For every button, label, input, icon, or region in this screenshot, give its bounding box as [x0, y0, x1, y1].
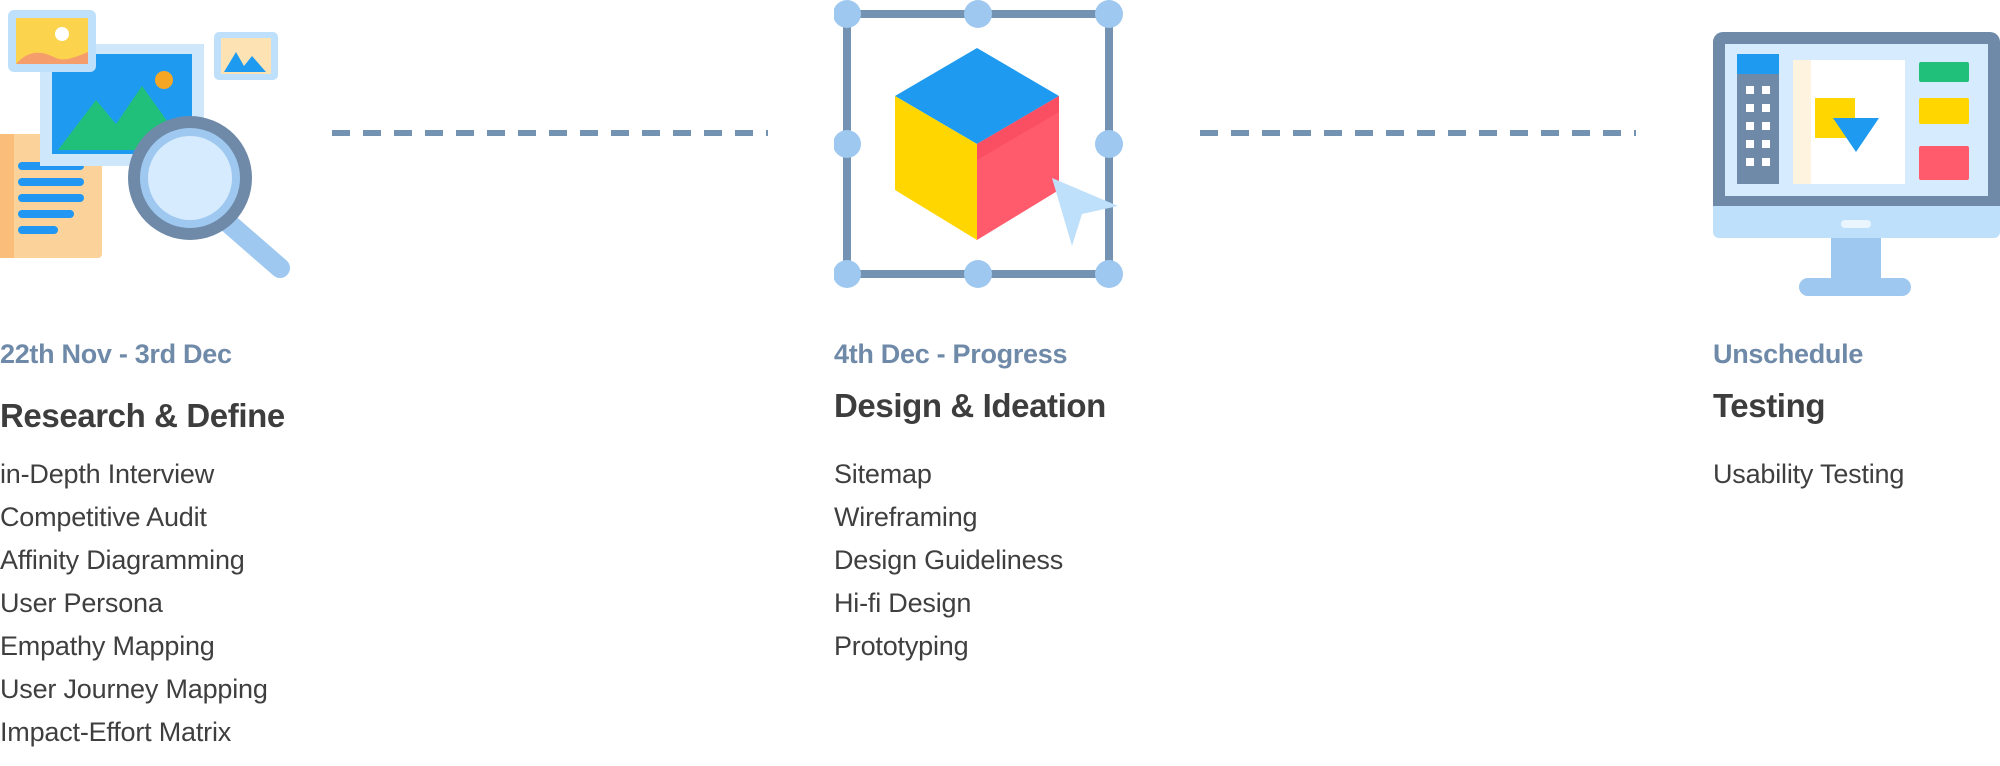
list-item: Wireframing: [834, 502, 978, 532]
timeline-connector-1: [332, 130, 768, 136]
list-item: in-Depth Interview: [0, 459, 214, 489]
phase-title: Design & Ideation: [834, 387, 1106, 424]
research-magnifier-icon: [0, 10, 290, 278]
phase-task-list: Usability Testing: [1713, 453, 1904, 496]
list-item: Sitemap: [834, 459, 932, 489]
list-item: User Journey Mapping: [0, 674, 268, 704]
list-item: Empathy Mapping: [0, 631, 215, 661]
phase-date: 22th Nov - 3rd Dec: [0, 339, 232, 369]
list-item: Affinity Diagramming: [0, 545, 245, 575]
list-item: Hi-fi Design: [834, 588, 972, 618]
phase-title: Research & Define: [0, 397, 285, 434]
design-cube-icon: [834, 0, 1123, 288]
phase-title: Testing: [1713, 387, 1826, 424]
phase-task-list: Sitemap Wireframing Design Guideliness H…: [834, 453, 1063, 668]
phase-task-list: in-Depth Interview Competitive Audit Aff…: [0, 453, 268, 754]
phase-date: 4th Dec - Progress: [834, 339, 1068, 369]
testing-monitor-icon: [1713, 32, 2000, 296]
phase-date: Unschedule: [1713, 339, 1864, 369]
list-item: Impact-Effort Matrix: [0, 717, 232, 747]
list-item: Competitive Audit: [0, 502, 207, 532]
list-item: Prototyping: [834, 631, 969, 661]
list-item: Usability Testing: [1713, 459, 1905, 489]
list-item: Design Guideliness: [834, 545, 1064, 575]
list-item: User Persona: [0, 588, 163, 618]
timeline-connector-2: [1200, 130, 1636, 136]
